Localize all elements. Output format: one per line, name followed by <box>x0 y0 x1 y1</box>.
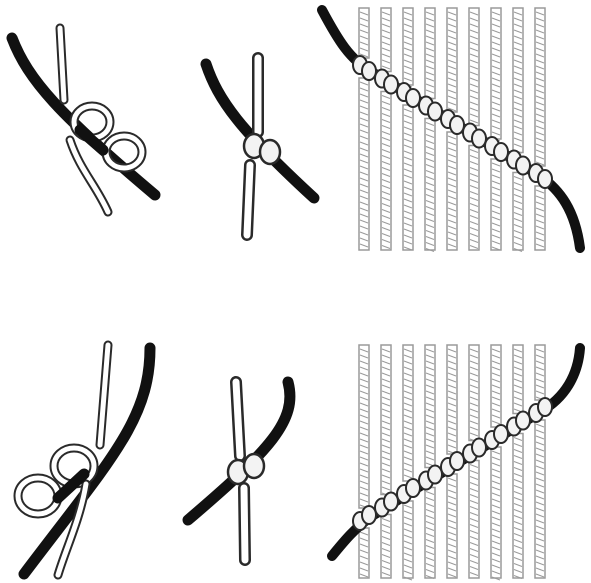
cord <box>425 8 435 252</box>
cord <box>425 345 435 579</box>
cord <box>491 345 501 580</box>
cord <box>359 8 369 250</box>
knot <box>472 130 486 148</box>
working-cord-lower-core <box>247 165 250 235</box>
knot <box>450 116 464 134</box>
cord-strand <box>359 78 369 250</box>
cord-strand <box>535 345 545 400</box>
panel-diagonal-bar-bottom <box>332 345 580 580</box>
knot <box>516 157 530 175</box>
knot <box>494 143 508 161</box>
cord <box>535 8 545 250</box>
cord <box>359 345 369 578</box>
knot <box>260 140 280 164</box>
panel-tight-clove-hitch-bottom <box>188 382 290 560</box>
knot <box>406 479 420 497</box>
cord-strand <box>403 345 413 481</box>
knot <box>362 62 376 80</box>
row-2-ascending <box>18 345 580 580</box>
cord-strand <box>425 8 435 99</box>
cord <box>403 8 413 250</box>
knot <box>384 493 398 511</box>
knot <box>362 506 376 524</box>
panel-tight-clove-hitch-top <box>206 58 314 235</box>
cord-strand <box>425 488 435 579</box>
knot <box>516 412 530 430</box>
knot <box>538 170 552 188</box>
cord <box>513 8 523 252</box>
cord <box>513 345 523 579</box>
panel-diagonal-bar-top <box>322 8 580 252</box>
panel-loose-clove-hitch-top <box>12 28 155 212</box>
loop-2 <box>18 478 58 514</box>
cord <box>403 345 413 580</box>
working-cord-upper-core <box>236 382 240 456</box>
knot <box>244 454 264 478</box>
knot <box>450 452 464 470</box>
knot <box>406 89 420 107</box>
row-1-descending <box>12 8 580 252</box>
knot <box>428 466 442 484</box>
knot <box>428 103 442 121</box>
holding-cord <box>24 348 150 574</box>
knot <box>538 398 552 416</box>
cord <box>535 345 545 578</box>
cord <box>381 345 391 578</box>
knot <box>472 439 486 457</box>
knot <box>384 76 398 94</box>
cord <box>491 8 501 250</box>
working-cord-lower-core <box>244 488 245 560</box>
panel-loose-clove-hitch-bottom <box>18 345 150 575</box>
knot <box>494 425 508 443</box>
cord <box>381 8 391 250</box>
